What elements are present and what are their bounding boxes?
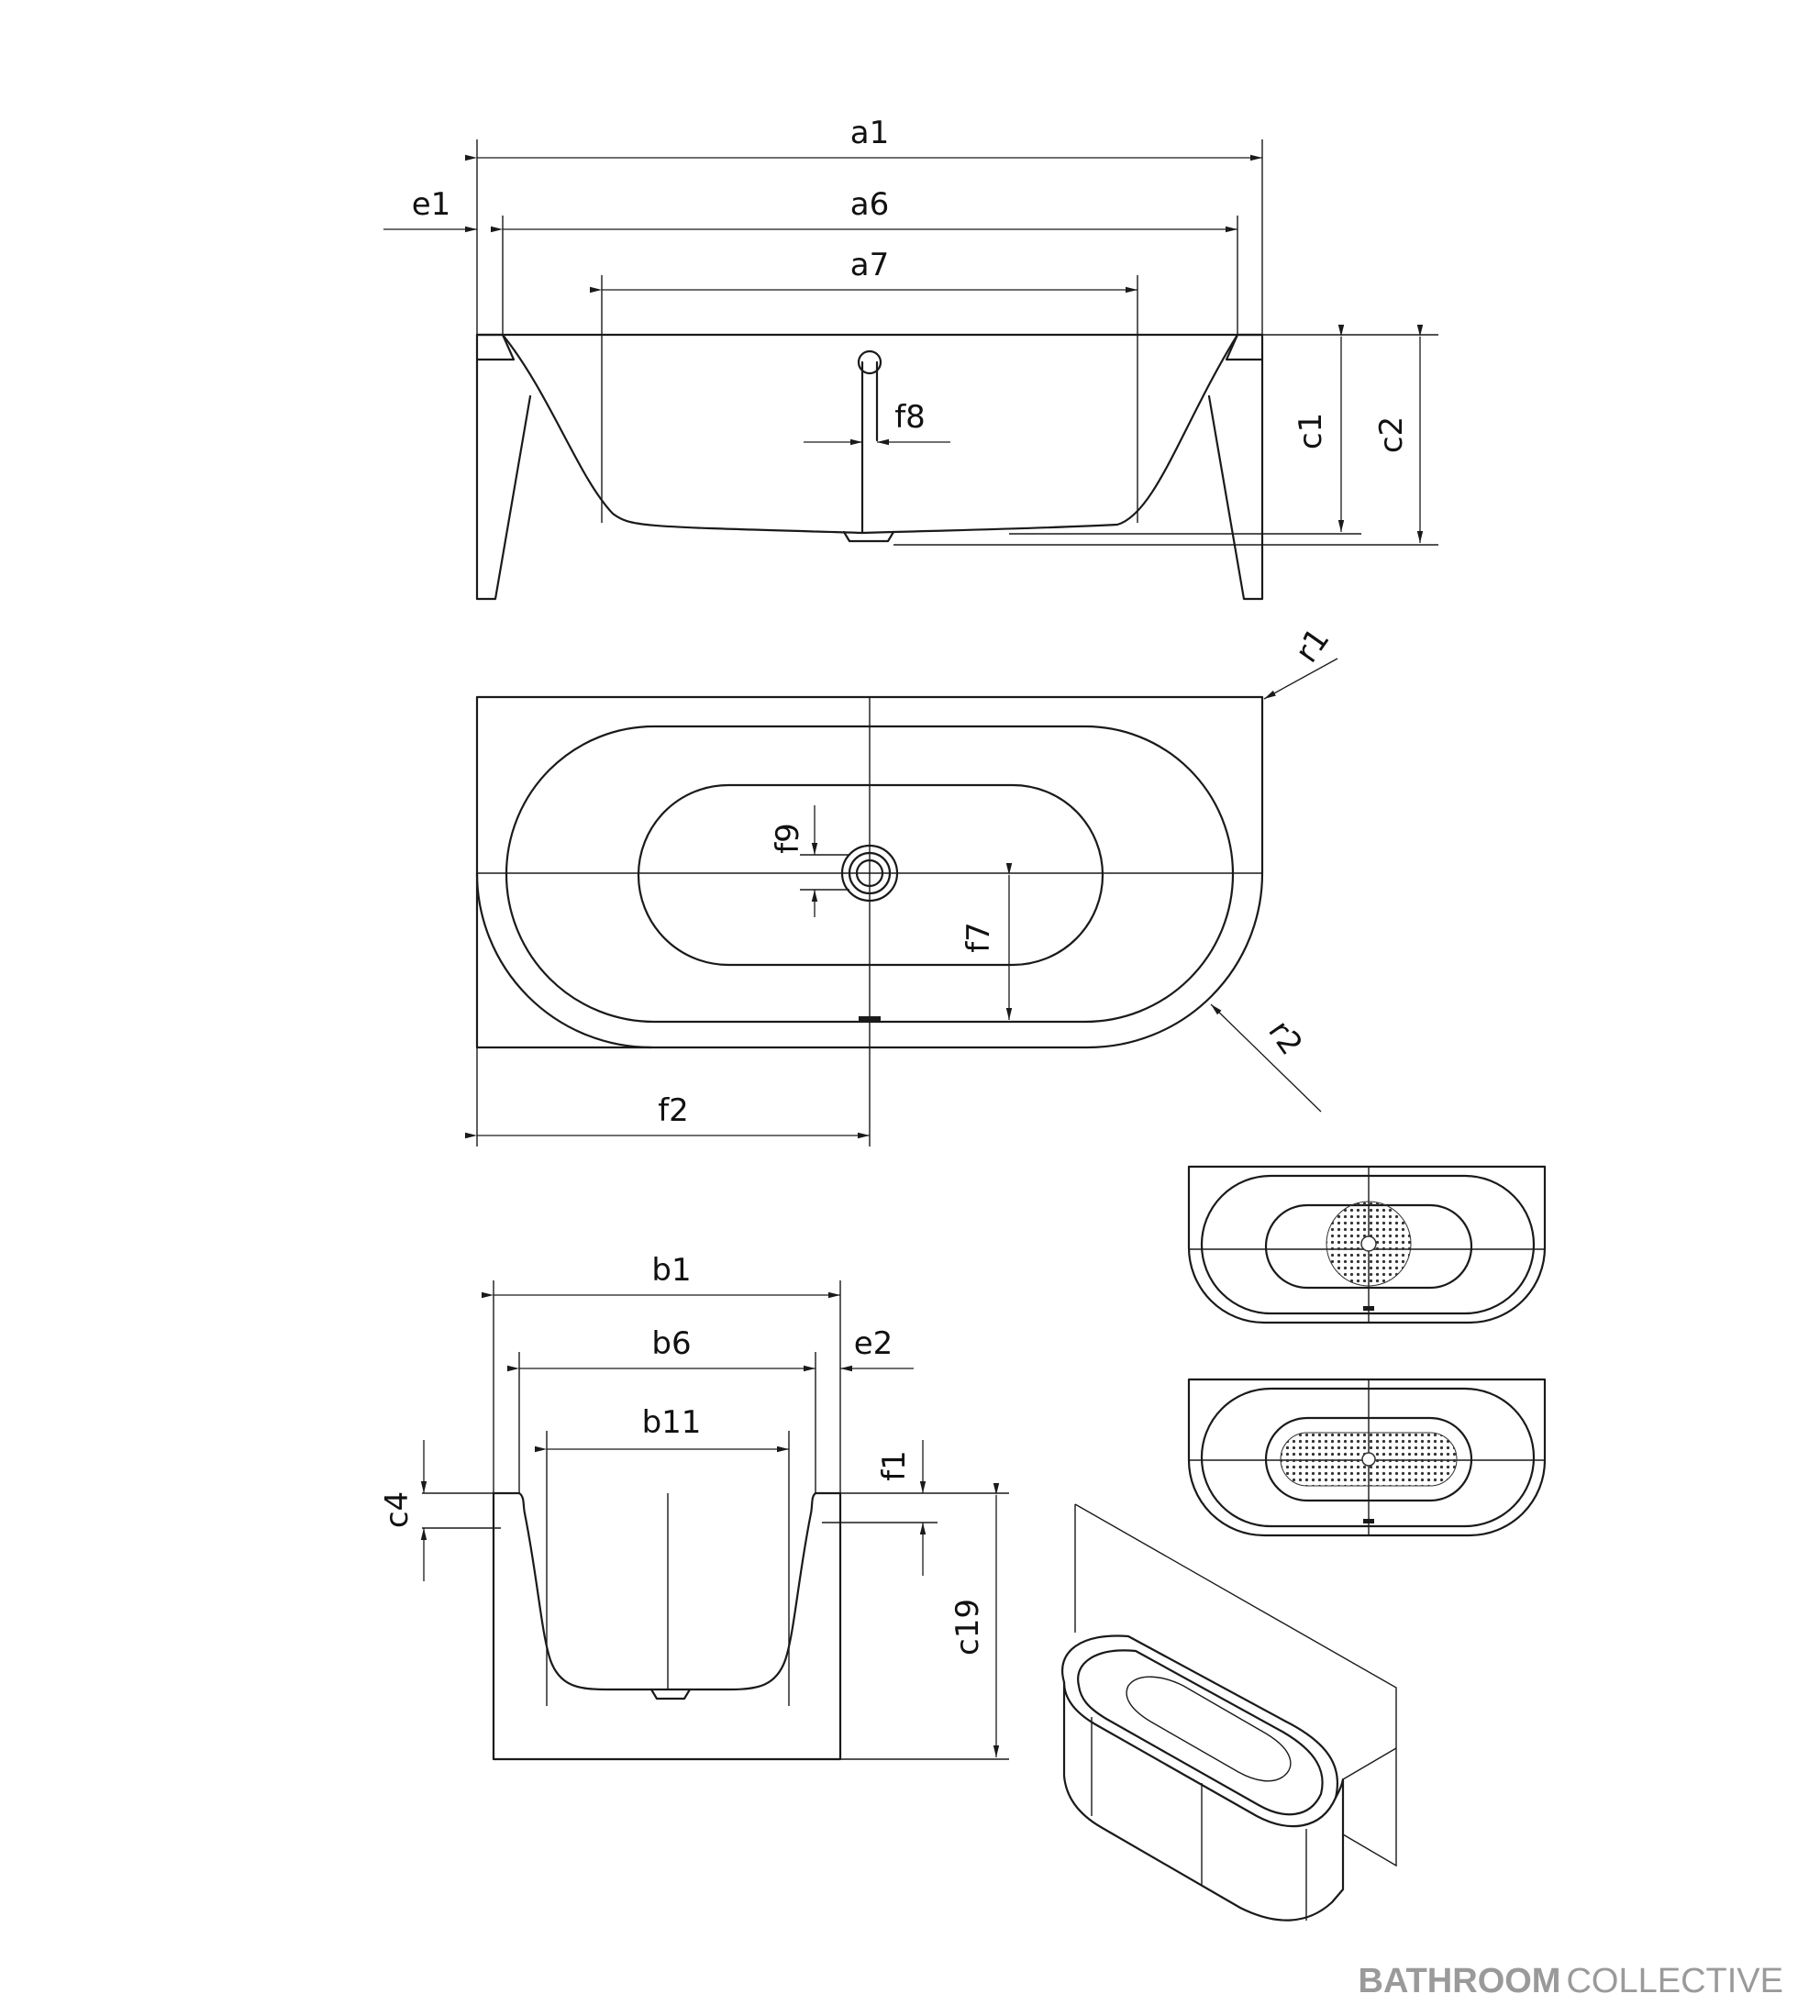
- plan-view: r1 f9 f7 r2 f2: [465, 622, 1338, 1146]
- label-c1: c1: [1293, 413, 1329, 449]
- label-e1: e1: [412, 186, 451, 223]
- label-c4: c4: [379, 1491, 416, 1528]
- small-plan-oval-drain: [1187, 1378, 1547, 1537]
- label-f9: f9: [770, 823, 806, 854]
- label-f1: f1: [876, 1450, 913, 1481]
- label-c19: c19: [949, 1599, 986, 1656]
- label-f2: f2: [658, 1092, 689, 1129]
- label-b6: b6: [651, 1325, 691, 1362]
- label-f8: f8: [894, 399, 926, 436]
- brand-bold-text: BATHROOM: [1359, 1962, 1561, 2000]
- label-a1: a1: [850, 115, 889, 151]
- label-b11: b11: [642, 1404, 702, 1441]
- label-f7: f7: [960, 922, 997, 953]
- label-c2: c2: [1373, 416, 1410, 453]
- side-elevation-view: a1 e1 a6 a7 f8 c1 c2: [383, 115, 1438, 601]
- isometric-view: [1061, 1503, 1397, 1922]
- small-plan-round-drain: [1187, 1165, 1547, 1324]
- label-a6: a6: [850, 186, 889, 223]
- label-e2: e2: [854, 1325, 893, 1362]
- label-b1: b1: [651, 1252, 691, 1289]
- label-r2: r2: [1260, 1014, 1309, 1062]
- brand-light-text: COLLECTIVE: [1566, 1962, 1783, 2000]
- label-a7: a7: [850, 247, 889, 283]
- front-section-view: b1 b6 e2 b11 f1 c4 c19: [379, 1252, 1009, 1761]
